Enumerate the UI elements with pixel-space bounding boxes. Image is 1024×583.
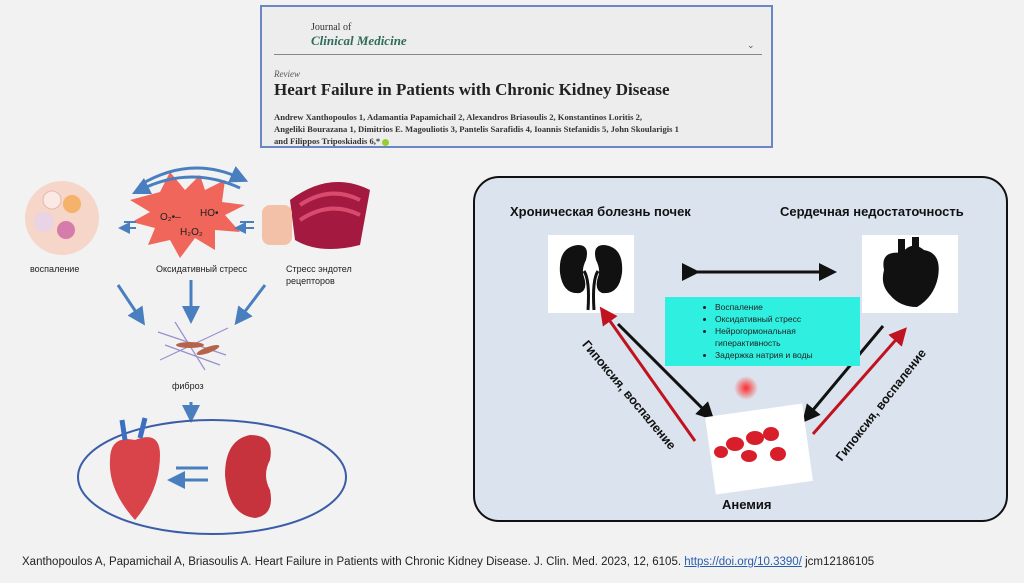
fibrosis-image <box>157 321 229 371</box>
arrow-down-icon <box>116 284 145 326</box>
doi-link[interactable]: https://doi.org/10.3390/ <box>684 556 802 568</box>
ros-superoxide: O₂•– <box>160 212 181 223</box>
bidirectional-arrow-icon <box>240 222 254 228</box>
label-endothelial-stress-2: рецепторов <box>286 276 335 286</box>
journal-prefix: Journal of <box>311 22 352 33</box>
journal-name: Clinical Medicine <box>311 33 407 48</box>
citation-text: Xanthopoulos A, Papamichail A, Briasouli… <box>22 556 685 568</box>
label-inflammation: воспаление <box>30 264 80 274</box>
kidney-image <box>225 435 271 518</box>
arrow-anemia-to-ckd <box>599 306 697 442</box>
article-title: Heart Failure in Patients with Chronic K… <box>274 80 670 99</box>
kidneys-icon <box>559 245 623 311</box>
heart-image <box>109 417 160 520</box>
red-blood-cells-image <box>705 403 813 495</box>
ros-peroxide: H₂O₂ <box>180 227 203 238</box>
hf-title: Сердечная недостаточность <box>780 204 964 219</box>
divider <box>274 54 762 55</box>
red-glow <box>734 376 758 400</box>
endoplasmic-reticulum-image <box>262 182 370 249</box>
mechanisms-box: Воспаление Оксидативный стресс Нейрогорм… <box>665 297 860 366</box>
orcid-icon <box>382 138 390 146</box>
citation: Xanthopoulos A, Papamichail A, Briasouli… <box>22 556 874 568</box>
arrow-hf-to-anemia <box>802 325 885 423</box>
mechanism-item: Воспаление <box>715 301 860 313</box>
inflammation-cells-image <box>25 181 99 255</box>
label-oxidative-stress: Оксидативный стресс <box>156 264 248 274</box>
heart-kidney-ellipse <box>77 419 347 535</box>
authors-line-text: and Filippos Triposkiadis 6,* <box>274 136 381 146</box>
right-arrows <box>599 263 907 495</box>
oxidative-stress-burst <box>130 172 245 258</box>
anemia-label: Анемия <box>722 497 772 512</box>
chevron-down-icon: ⌄ <box>747 40 755 50</box>
citation-suffix: jcm12186105 <box>801 556 875 568</box>
paper-header-card: Journal of Clinical Medicine ⌄ Review He… <box>260 5 773 148</box>
authors-line: Angeliki Bourazana 1, Dimitrios E. Magou… <box>274 124 679 134</box>
ros-hydroxyl: HO• <box>200 208 219 219</box>
article-type: Review <box>274 69 300 79</box>
heart-icon <box>882 237 939 307</box>
kidney-image-box <box>548 235 634 313</box>
arrow-anemia-to-hf <box>811 327 907 435</box>
arrow-ckd-to-anemia <box>616 322 715 421</box>
left-pathway-diagram: O₂•– HO• H₂O₂ <box>25 166 370 535</box>
author-list: Andrew Xanthopoulos 1, Adamantia Papamic… <box>274 111 769 147</box>
authors-line: and Filippos Triposkiadis 6,* <box>274 135 769 147</box>
heart-image-box <box>862 235 958 313</box>
authors-line: Andrew Xanthopoulos 1, Adamantia Papamic… <box>274 112 643 122</box>
arrow-down-icon <box>234 284 267 326</box>
label-fibrosis: фиброз <box>172 381 204 391</box>
bidirectional-arrow-icon <box>176 466 208 480</box>
label-endothelial-stress-1: Стресс эндотел <box>286 264 352 274</box>
cycle-arrow-icon <box>131 175 241 195</box>
ckd-title: Хроническая болезнь почек <box>510 204 691 219</box>
mechanism-item: Задержка натрия и воды <box>715 349 860 361</box>
bidirectional-arrow-icon <box>124 222 136 228</box>
mechanism-item: Оксидативный стресс <box>715 313 860 325</box>
mechanism-item: Нейрогормональная гиперактивность <box>715 325 860 349</box>
